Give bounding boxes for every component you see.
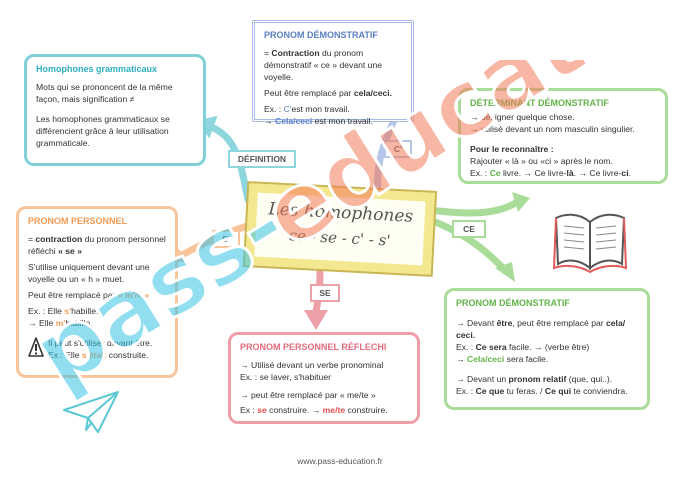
determinant-l2: → utilisé devant un nom masculin singuli… [470,124,635,134]
determinant-l3: Pour le reconnaître : [470,144,554,154]
center-line1: Les homophones [267,199,414,227]
homophones-p1: Mots qui se prononcent de la même façon,… [36,82,173,104]
homophones-p2: Les homophones grammaticaux se différenc… [36,114,170,148]
reflechi-l4: Ex : se construire. → me/te construire. [240,405,388,415]
pronom-demo-bottom-l4: → Devant un pronom relatif (que, qui..). [456,374,613,384]
center-line2: ce - se - c' - s' [288,226,391,250]
determinant-l5: Ex. : Ce livre. → Ce livre-là. → Ce livr… [470,168,631,178]
tag-c-apos: C' [384,140,412,158]
arrow-pronom-demo [426,216,509,274]
pronom-perso-l4: Ex. : Elle s'habille. [28,306,99,316]
pronom-perso-title: PRONOM PERSONNEL [28,216,128,226]
tag-ce: CE [452,220,486,238]
pronom-perso-l7: Ex : Elle s'était construite. [48,350,149,360]
reflechi-box: PRONOM PERSONNEL RÉFLECHI → Utilisé deva… [228,332,420,424]
open-book-icon [552,213,628,274]
arrowhead-reflechi [304,310,328,330]
footer-url: www.pass-education.fr [297,456,383,466]
homophones-title: Homophones grammaticaux [36,64,158,74]
pronom-perso-l6: Il peut s'utiliser devant être. [48,338,153,348]
tag-s-apos: S' [212,230,240,248]
arrow-pronom-perso [178,221,254,259]
tag-definition: DÉFINITION [228,150,296,168]
determinant-box: DÉTERMINANT DÉMONSTRATIF → désigner quel… [458,88,668,184]
pronom-demo-top-title: PRONOM DÉMONSTRATIF [264,30,378,40]
determinant-l1: → désigner quelque chose. [470,112,575,122]
pronom-demo-bottom-title: PRONOM DÉMONSTRATIF [456,298,570,308]
pronom-perso-l2: S'utilise uniquement devant une voyelle … [28,262,150,284]
pronom-demo-bottom-l1: → Devant être, peut être remplacé par ce… [456,318,626,340]
pronom-perso-box: PRONOM PERSONNEL = contraction du pronom… [16,206,178,378]
pronom-demo-top-l2: Peut être remplacé par cela/ceci. [264,88,393,98]
pronom-perso-l3: Peut être remplacé par « m'/t' » [28,290,150,300]
tag-se: SE [310,284,340,302]
pronom-demo-bottom-l3: → Cela/ceci sera facile. [456,354,549,364]
determinant-title: DÉTERMINANT DÉMONSTRATIF [470,98,609,108]
pronom-demo-bottom-l2: Ex. : Ce sera facile. → (verbe être) [456,342,590,352]
arrowhead-determinant [512,192,530,212]
pronom-perso-l5: → Elle m'habille. [28,318,93,328]
reflechi-l2: Ex. : se laver, s'habituer [240,372,331,382]
pronom-demo-top-l1: = Contraction du pronom démonstratif « c… [264,48,383,82]
homophones-box: Homophones grammaticaux Mots qui se pron… [24,54,206,166]
paper-plane-icon [63,391,119,433]
pronom-demo-top-box: PRONOM DÉMONSTRATIF = Contraction du pro… [252,20,414,126]
pronom-demo-bottom-box: PRONOM DÉMONSTRATIF → Devant être, peut … [444,288,650,410]
center-frame: Les homophones ce - se - c' - s' [242,180,438,278]
determinant-l4: Rajouter « là » ou «ci » après le nom. [470,156,613,166]
reflechi-l3: → peut être remplacé par « me/te » [240,390,376,400]
reflechi-l1: → Utilisé devant un verbe pronominal [240,360,384,370]
pronom-demo-bottom-l5: Ex. : Ce que tu feras. / Ce qui te convi… [456,386,628,396]
pronom-perso-l1: = contraction du pronom personnel réfléc… [28,234,166,256]
arrowhead-pronom-demo [495,262,515,282]
warning-icon [28,337,44,357]
pronom-demo-top-l4: → Cela/ceci est mon travail. [264,116,373,126]
arrow-c-apos [374,114,399,194]
pronom-demo-top-l3: Ex. : C'est mon travail. [264,104,350,114]
arrow-determinant [426,196,524,217]
reflechi-title: PRONOM PERSONNEL RÉFLECHI [240,342,387,352]
